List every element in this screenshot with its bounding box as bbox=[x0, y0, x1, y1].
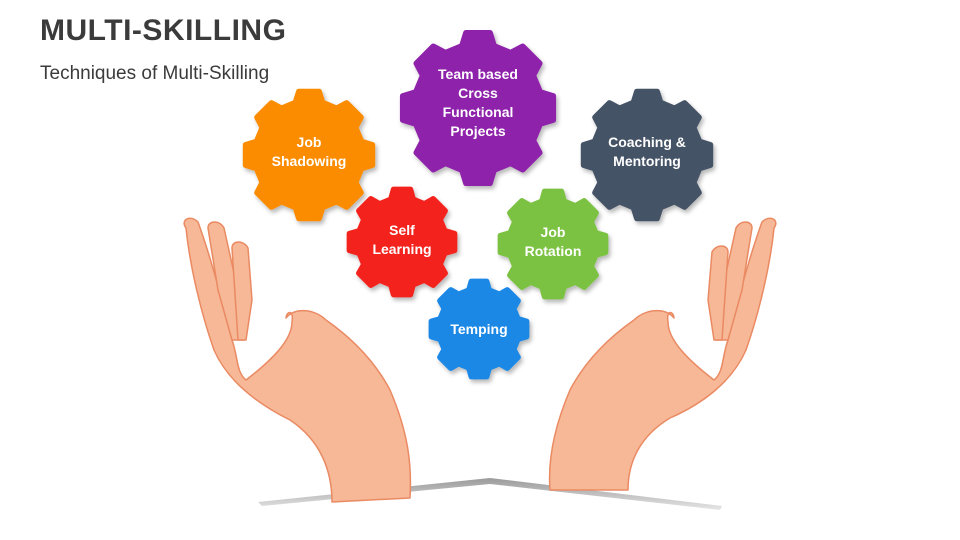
gear-label-coaching-line2: Mentoring bbox=[613, 153, 681, 169]
gear-label-temping: Temping bbox=[450, 321, 507, 337]
slide-title: MULTI-SKILLING bbox=[40, 14, 287, 47]
gear-label-job-shadowing-line1: Job bbox=[297, 134, 322, 150]
left-hand bbox=[183, 217, 412, 503]
gear-label-job-rotation-line2: Rotation bbox=[525, 243, 582, 259]
gear-temping: Temping bbox=[428, 278, 530, 380]
gear-label-coaching-line1: Coaching & bbox=[608, 134, 686, 150]
gear-job-shadowing: Job Shadowing bbox=[242, 88, 376, 222]
slide-subtitle: Techniques of Multi-Skilling bbox=[40, 63, 270, 84]
gear-label-job-rotation-line1: Job bbox=[541, 224, 566, 240]
gear-job-rotation: Job Rotation bbox=[497, 188, 609, 300]
gear-label-team-based-line4: Projects bbox=[450, 123, 505, 139]
gear-label-team-based-line1: Team based bbox=[438, 66, 518, 82]
gear-coaching-mentoring: Coaching & Mentoring bbox=[580, 88, 714, 222]
right-hand bbox=[548, 217, 777, 491]
gear-label-team-based-line3: Functional bbox=[443, 104, 514, 120]
gear-self-learning: Self Learning bbox=[346, 186, 458, 298]
gear-label-self-learning-line1: Self bbox=[389, 222, 415, 238]
floor-line bbox=[258, 478, 722, 510]
gear-team-based: Team based Cross Functional Projects bbox=[399, 29, 557, 187]
gear-label-job-shadowing-line2: Shadowing bbox=[272, 153, 347, 169]
gear-label-self-learning-line2: Learning bbox=[372, 241, 431, 257]
gear-label-team-based-line2: Cross bbox=[458, 85, 498, 101]
